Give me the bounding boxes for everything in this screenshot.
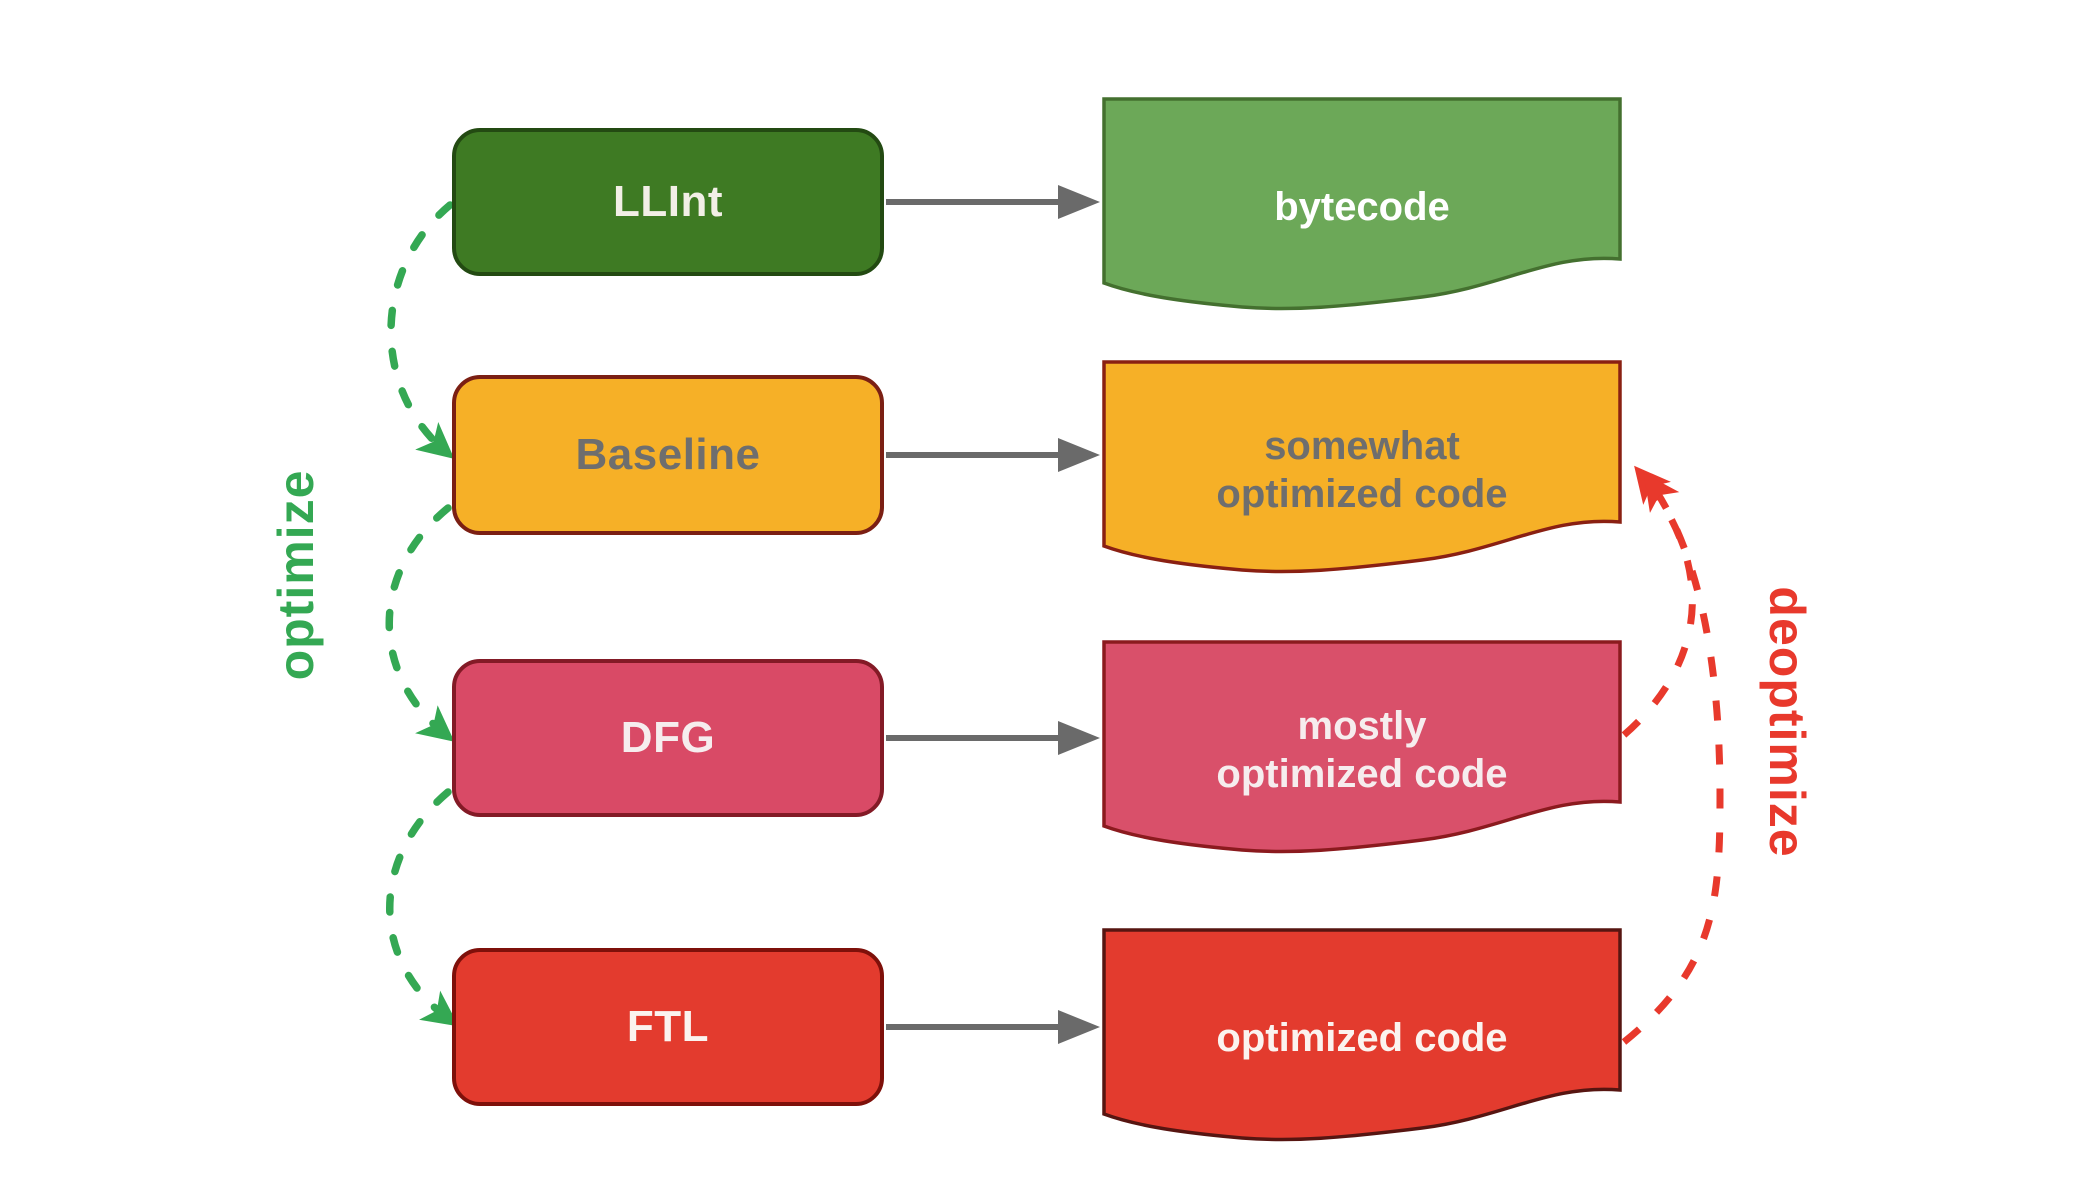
tier-box-baseline: Baseline [452,375,884,535]
produce-arrow-ftl-optimized [886,1010,1100,1044]
tier-box-llint: LLInt [452,128,884,276]
produce-arrow-head [1058,438,1100,472]
doc-shape-mostly-optimized [1102,640,1622,854]
produce-arrow-llint-bytecode [886,185,1100,219]
deoptimize-label: deoptimize [1759,586,1815,858]
produce-arrow-baseline-somewhat [886,438,1100,472]
tier-box-label: DFG [620,713,716,762]
tier-box-label: FTL [626,1002,710,1051]
produce-arrow-head [1058,721,1100,755]
produce-arrow-dfg-mostly [886,721,1100,755]
deoptimize-curve-mostly-somewhat [1621,465,1696,738]
optimize-curve-dfg-ftl [386,788,459,1027]
tier-box-ftl: FTL [452,948,884,1106]
tier-box-dfg: DFG [452,659,884,817]
deoptimize-curve-optimized-somewhat [1621,473,1724,1045]
produce-arrow-head [1058,185,1100,219]
optimize-curve-llint-baseline [387,201,455,459]
doc-shape-somewhat-optimized [1102,360,1622,574]
tier-box-label: Baseline [575,430,761,479]
produce-arrow-head [1058,1010,1100,1044]
optimize-curve-baseline-dfg [385,504,455,742]
doc-shape-optimized [1102,928,1622,1142]
doc-shape-bytecode [1102,97,1622,311]
optimize-label: optimize [268,469,324,681]
tier-box-label: LLInt [612,177,723,226]
